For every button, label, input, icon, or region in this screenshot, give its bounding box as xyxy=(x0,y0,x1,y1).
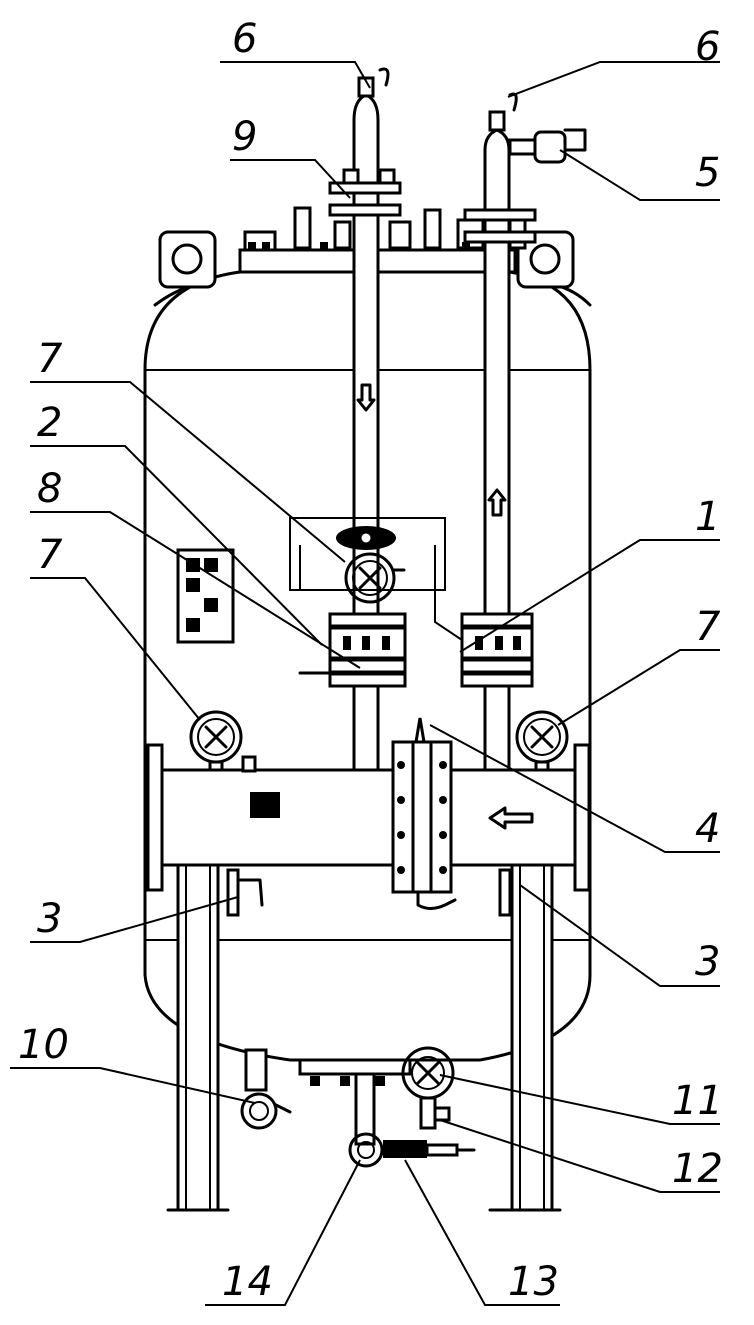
callout-7: 7 xyxy=(695,604,721,650)
pressure-gauge-icon xyxy=(344,552,406,604)
sight-glass xyxy=(391,717,457,910)
support-legs xyxy=(166,863,562,1212)
callout-14: 14 xyxy=(222,1259,273,1305)
bottom-fittings xyxy=(244,1048,412,1146)
callout-3: 3 xyxy=(37,896,62,942)
callout-11: 11 xyxy=(672,1078,723,1124)
pressure-gauge-icon xyxy=(401,1046,455,1130)
callout-1: 1 xyxy=(695,494,720,540)
flange-pair-right xyxy=(460,612,534,688)
valve-icon xyxy=(240,1092,292,1130)
callout-8: 8 xyxy=(37,466,62,512)
pressure-gauge-icon xyxy=(515,710,569,774)
callout-7: 7 xyxy=(37,532,63,578)
header-manifold xyxy=(146,743,591,892)
callout-2: 2 xyxy=(37,400,62,446)
callout-4: 4 xyxy=(695,806,720,852)
callout-3: 3 xyxy=(695,939,720,985)
callout-6: 6 xyxy=(232,16,257,62)
callout-7: 7 xyxy=(37,336,63,382)
drain-valve-icon xyxy=(226,868,264,917)
callout-leaders xyxy=(10,61,720,1306)
pressure-gauge-icon xyxy=(189,710,243,774)
callout-6: 6 xyxy=(695,24,720,70)
side-panel xyxy=(176,548,235,644)
callout-9: 9 xyxy=(232,114,257,160)
control-box xyxy=(289,517,463,641)
callout-12: 12 xyxy=(672,1146,723,1192)
callout-5: 5 xyxy=(695,150,720,196)
valve-icon xyxy=(348,1132,476,1168)
callout-10: 10 xyxy=(18,1022,69,1068)
callout-labels: 6 6 9 5 7 2 8 7 1 7 4 3 3 10 11 12 14 13 xyxy=(18,16,723,1305)
callout-13: 13 xyxy=(508,1259,559,1305)
flange-pair-left xyxy=(298,612,407,688)
outlet-pipe xyxy=(463,92,587,772)
